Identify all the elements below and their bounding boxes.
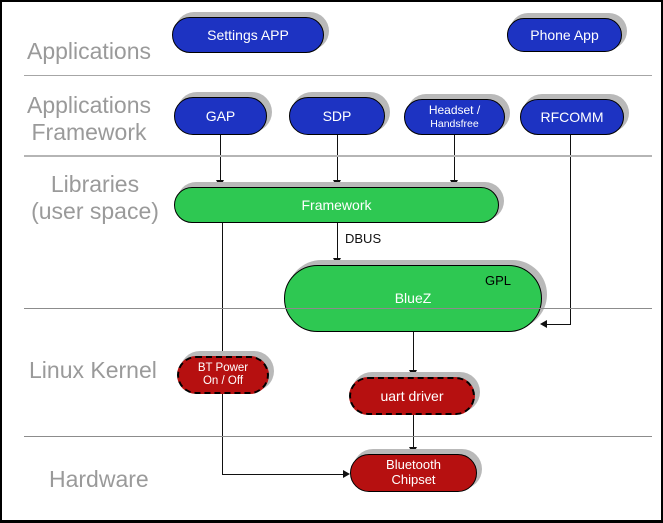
edge-gap-framework-arrowhead: [216, 180, 224, 187]
layer-label-linux-kernel: Linux Kernel: [29, 357, 157, 383]
node-gap-label: GAP: [205, 107, 236, 124]
edge-headset-framework-line: [453, 134, 455, 182]
layer-label-applications-framework: Applications Framework: [19, 92, 159, 146]
edge-rfcomm-bluez-vline: [569, 135, 571, 325]
node-phone-app: Phone App: [507, 18, 622, 52]
node-phone-app-label: Phone App: [530, 26, 599, 43]
node-rfcomm-label: RFCOMM: [540, 108, 604, 125]
edge-sdp-framework-line: [336, 135, 338, 182]
node-bluetooth-chipset-label-line1: Bluetooth: [386, 457, 441, 473]
edge-framework-bluez-line: [336, 223, 338, 259]
node-bluetooth-chipset-label-line2: Chipset: [391, 472, 436, 487]
layer-label-libraries: Libraries (user space): [19, 171, 171, 225]
node-framework: Framework: [174, 187, 499, 223]
edge-headset-framework-arrowhead: [450, 180, 458, 187]
node-sdp: SDP: [289, 97, 385, 135]
layer-label-libraries-line2: (user space): [31, 198, 159, 224]
edge-uart-chipset-line: [412, 415, 414, 449]
edge-label-dbus: DBUS: [345, 231, 382, 246]
edge-sdp-framework-arrowhead: [333, 180, 341, 187]
node-sdp-label: SDP: [322, 107, 352, 124]
node-rfcomm: RFCOMM: [520, 99, 624, 135]
node-bt-power: BT Power On / Off: [177, 356, 269, 394]
node-bluez-label: BlueZ: [394, 290, 432, 307]
layer-label-applications-framework-line2: Framework: [31, 119, 147, 145]
layer-label-applications: Applications: [27, 38, 152, 64]
layer-label-applications-framework-line1: Applications: [26, 92, 152, 118]
node-bt-power-label-line2: On / Off: [202, 375, 244, 387]
node-framework-label: Framework: [301, 196, 372, 213]
divider-kernel: [24, 436, 652, 437]
edge-framework-chipset-arrowhead: [343, 470, 350, 478]
edge-bluez-uart-arrowhead: [409, 370, 417, 377]
node-settings-app-label: Settings APP: [207, 26, 289, 43]
node-bluez-gpl-badge: GPL: [484, 273, 511, 288]
edge-gap-framework-line: [219, 135, 221, 182]
divider-libraries: [24, 308, 652, 309]
node-headset-handsfree: Headset / Handsfree: [404, 99, 505, 135]
edge-framework-bluez-arrowhead: [333, 258, 341, 265]
node-bluez: BlueZ GPL: [284, 265, 542, 332]
node-uart-driver: uart driver: [349, 377, 475, 415]
layer-label-hardware: Hardware: [49, 466, 149, 492]
node-headset-label-line2: Handsfree: [430, 117, 479, 130]
edge-rfcomm-bluez-hline: [545, 323, 571, 325]
divider-framework: [24, 155, 652, 157]
edge-framework-chipset-vline: [221, 223, 223, 475]
node-bt-power-label-line1: BT Power: [197, 361, 249, 374]
layer-label-libraries-line1: Libraries: [50, 171, 140, 197]
edge-uart-chipset-arrowhead: [409, 447, 417, 454]
node-uart-driver-label: uart driver: [380, 387, 444, 404]
node-bluetooth-chipset: Bluetooth Chipset: [350, 454, 477, 492]
edge-rfcomm-bluez-arrowhead: [540, 320, 547, 328]
node-settings-app: Settings APP: [172, 17, 324, 53]
edge-bluez-uart-line: [412, 332, 414, 372]
node-gap: GAP: [174, 97, 267, 135]
edge-framework-chipset-hline: [222, 473, 346, 475]
divider-applications: [24, 75, 652, 76]
node-headset-label-line1: Headset /: [428, 103, 481, 118]
